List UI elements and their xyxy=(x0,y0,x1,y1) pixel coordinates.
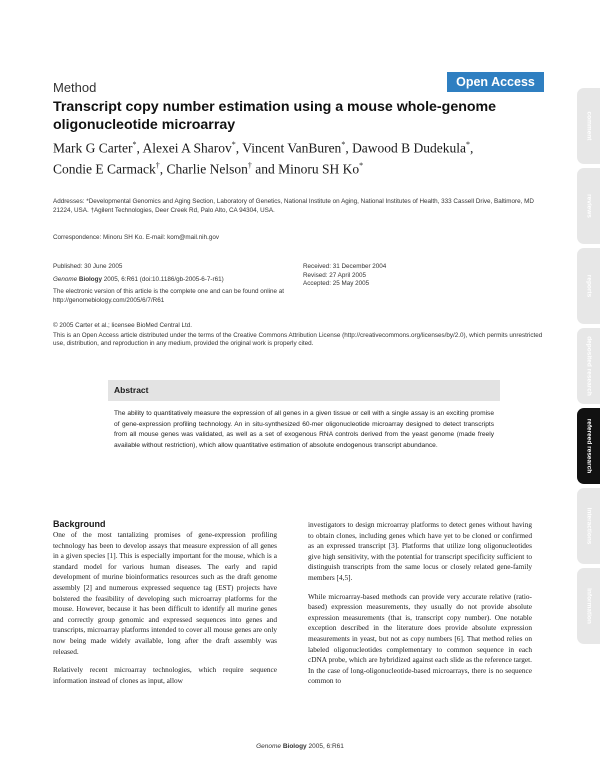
author-affiliation-mark: * xyxy=(341,140,346,149)
author-name: Charlie Nelson xyxy=(166,161,248,177)
footer-journal-b: Biology xyxy=(282,743,307,750)
author-list: Mark G Carter*, Alexei A Sharov*, Vincen… xyxy=(53,136,513,178)
sidebar-tab-label: interactions xyxy=(585,507,592,545)
page-footer: Genome Biology 2005, 6:R61 xyxy=(0,743,600,750)
sidebar-tab-information[interactable]: information xyxy=(577,568,600,644)
author-name: Mark G Carter xyxy=(53,140,133,156)
left-column: Background One of the most tantalizing p… xyxy=(53,518,277,686)
sidebar-tab-label: reviews xyxy=(585,194,592,218)
left-paragraph-2: Relatively recent microarray technologie… xyxy=(53,665,277,685)
citation: Genome Biology 2005, 6:R61 (doi:10.1186/… xyxy=(53,276,293,285)
author-separator: and xyxy=(251,161,279,177)
author-affiliation-mark: † xyxy=(247,161,252,170)
abstract-text: The ability to quantitatively measure th… xyxy=(114,410,494,450)
sidebar-tab-deposited-research[interactable]: deposited research xyxy=(577,328,600,404)
right-paragraph-1: investigators to design microarray platf… xyxy=(308,520,532,582)
citation-journal-a: Genome xyxy=(53,275,78,283)
author-separator: , xyxy=(345,140,353,156)
sidebar-tab-label: refereed research xyxy=(585,418,592,474)
sidebar-tab-label: deposited research xyxy=(585,336,592,396)
right-column: investigators to design microarray platf… xyxy=(308,520,532,687)
publication-info: Published: 30 June 2005 Genome Biology 2… xyxy=(53,263,293,309)
sidebar-tab-reviews[interactable]: reviews xyxy=(577,168,600,244)
author-affiliation-mark: * xyxy=(466,140,471,149)
author-separator: , xyxy=(235,140,243,156)
author-affiliation-mark: * xyxy=(132,140,137,149)
sidebar-tab-label: reports xyxy=(585,274,592,298)
sidebar-tab-refereed-research[interactable]: refereed research xyxy=(577,408,600,484)
author-name: Alexei A Sharov xyxy=(142,140,232,156)
author-name: Condie E Carmack xyxy=(53,161,156,177)
author-separator: , xyxy=(136,140,143,156)
citation-rest: 2005, 6:R61 (doi:10.1186/gb-2005-6-7-r61… xyxy=(102,275,224,283)
author-affiliation-mark: * xyxy=(359,161,364,170)
electronic-version-note[interactable]: The electronic version of this article i… xyxy=(53,288,285,304)
sidebar-tab-reports[interactable]: reports xyxy=(577,248,600,324)
footer-journal-a: Genome xyxy=(256,743,282,750)
revised-date: Revised: 27 April 2005 xyxy=(303,271,367,279)
author-name: Dawood B Dudekula xyxy=(352,140,467,156)
abstract-heading: Abstract xyxy=(108,380,500,401)
background-heading: Background xyxy=(53,519,106,529)
author-separator: , xyxy=(470,140,474,156)
left-paragraph-1: One of the most tantalizing promises of … xyxy=(53,530,277,656)
published-date: Published: 30 June 2005 xyxy=(53,263,123,270)
sidebar-tab-label: comment xyxy=(585,111,592,141)
author-name: Minoru SH Ko xyxy=(278,161,360,177)
license-text: This is an Open Access article distribut… xyxy=(53,331,543,348)
citation-journal-b: Biology xyxy=(78,275,102,283)
section-sidebar: comment reviews reports deposited research r… xyxy=(577,88,600,648)
sidebar-tab-comment[interactable]: comment xyxy=(577,88,600,164)
open-access-badge: Open Access xyxy=(447,72,544,92)
copyright-line: © 2005 Carter et al.; licensee BioMed Ce… xyxy=(53,322,193,329)
section-label: Method xyxy=(53,80,97,95)
sidebar-tab-interactions[interactable]: interactions xyxy=(577,488,600,564)
accepted-date: Accepted: 25 May 2005 xyxy=(303,280,370,288)
author-affiliation-mark: † xyxy=(155,161,160,170)
right-paragraph-2: While microarray-based methods can provi… xyxy=(308,591,532,686)
article-title: Transcript copy number estimation using … xyxy=(53,99,497,133)
license-block: © 2005 Carter et al.; licensee BioMed Ce… xyxy=(53,322,545,349)
author-name: Vincent VanBuren xyxy=(242,140,342,156)
abstract-box: Abstract The ability to quantitatively m… xyxy=(108,380,500,488)
article-dates: Received: 31 December 2004 Revised: 27 A… xyxy=(303,263,503,293)
addresses: Addresses: *Developmental Genomics and A… xyxy=(53,198,534,214)
author-affiliation-mark: * xyxy=(231,140,236,149)
correspondence[interactable]: Correspondence: Minoru SH Ko. E-mail: ko… xyxy=(53,234,219,241)
received-date: Received: 31 December 2004 xyxy=(303,263,387,270)
sidebar-tab-label: information xyxy=(585,588,592,624)
footer-citation: 2005, 6:R61 xyxy=(306,743,344,750)
author-separator: , xyxy=(159,161,167,177)
